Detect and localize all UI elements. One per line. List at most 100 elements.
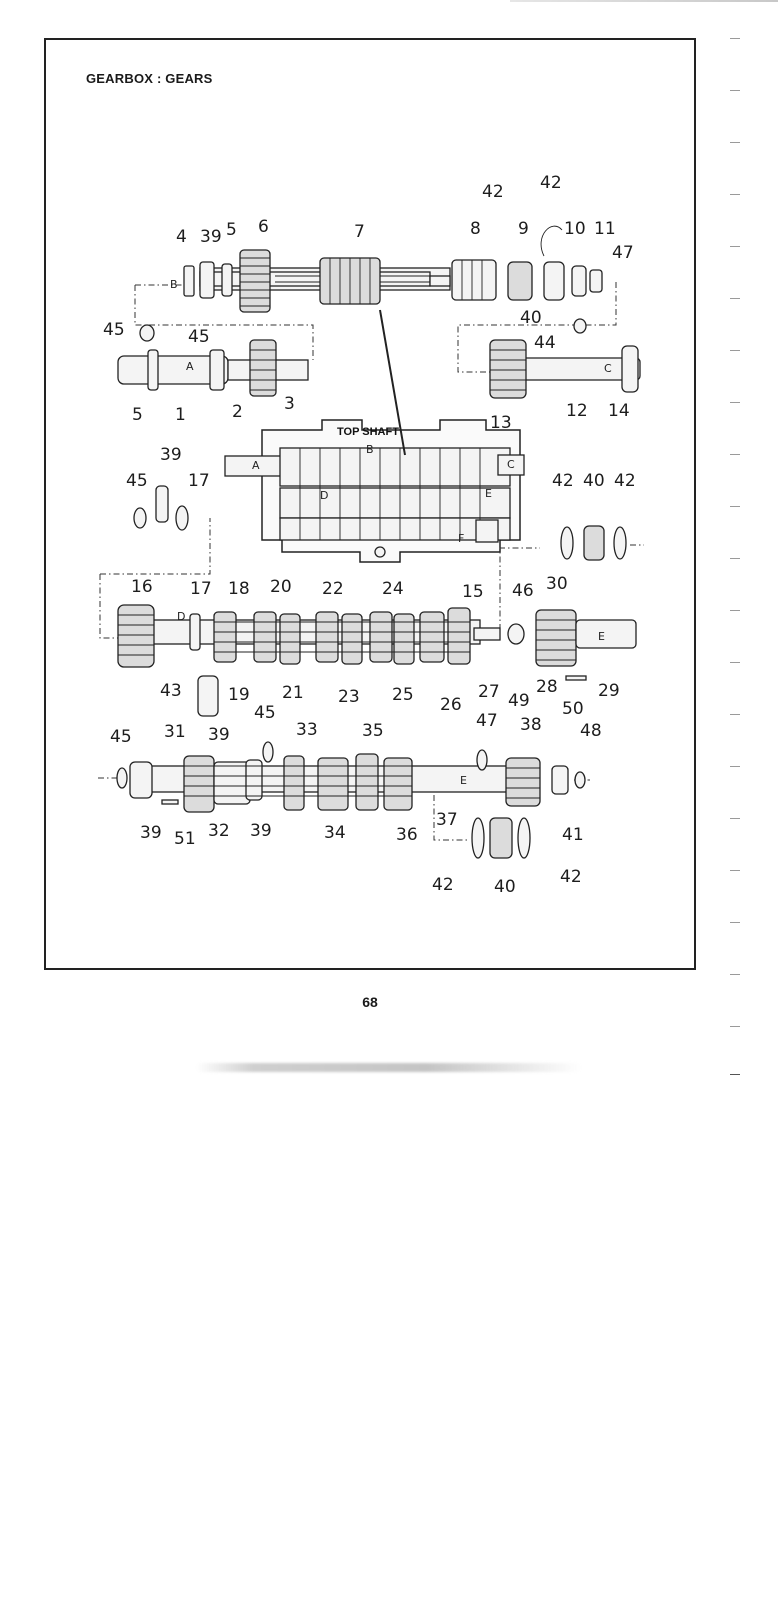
part-32-gear	[183, 755, 215, 813]
label-29: 29	[598, 681, 620, 701]
part-34-gear	[317, 757, 349, 811]
label-45-top-2: 45	[188, 327, 210, 347]
part-29-output-shaft	[575, 619, 637, 649]
part-44-ring	[573, 318, 587, 334]
part-13-gear	[489, 339, 527, 399]
label-17: 17	[190, 579, 212, 599]
part-17-ring	[189, 613, 201, 651]
label-19: 19	[228, 685, 250, 705]
label-46: 46	[512, 581, 534, 601]
label-32: 32	[208, 821, 230, 841]
label-39-top: 39	[200, 227, 222, 247]
label-14: 14	[608, 401, 630, 421]
part-30-gear	[535, 609, 577, 667]
letter-e-bottom: E	[460, 774, 467, 787]
label-39-bottom-2: 39	[250, 821, 272, 841]
label-12: 12	[566, 401, 588, 421]
part-39-bearing-upper	[155, 485, 169, 523]
label-44: 44	[534, 333, 556, 353]
label-1: 1	[175, 405, 186, 425]
part-42-ring-right	[613, 526, 627, 560]
shaft-group-bottom	[98, 741, 590, 859]
letter-d: D	[320, 489, 328, 502]
scan-edge-line	[510, 0, 778, 2]
label-39-upper: 39	[160, 445, 182, 465]
part-6-gear	[239, 249, 271, 313]
shaft-group-middle: E D	[99, 485, 644, 717]
part-22-gear	[315, 611, 339, 663]
label-18: 18	[228, 579, 250, 599]
letter-c-shaft: C	[604, 362, 612, 375]
part-45-circlip-mid	[262, 741, 274, 763]
inset-output-c	[497, 454, 525, 476]
part-15-shaft-end	[473, 627, 501, 641]
label-34: 34	[324, 823, 346, 843]
part-42-ring-bottom-right	[517, 817, 531, 859]
part-26-gear	[419, 611, 445, 663]
label-49: 49	[508, 691, 530, 711]
part-32-hub	[213, 761, 251, 805]
part-47-clip	[589, 269, 603, 293]
part-39-bearing	[199, 261, 215, 299]
label-38: 38	[520, 715, 542, 735]
label-48: 48	[580, 721, 602, 741]
part-35-gear	[355, 753, 379, 811]
shaft-group-top	[117, 225, 641, 399]
label-42-top: 42	[540, 173, 562, 193]
part-40-bearing	[583, 525, 605, 561]
part-8-sleeve	[451, 259, 497, 301]
label-42-mid-right: 42	[614, 471, 636, 491]
diagram-frame	[44, 38, 696, 970]
label-35: 35	[362, 721, 384, 741]
part-11-ring	[571, 265, 587, 297]
part-24-gear	[369, 611, 393, 663]
part-3-gear	[249, 339, 277, 397]
part-50-pin	[565, 675, 587, 681]
label-28: 28	[536, 677, 558, 697]
page-title: GEARBOX : GEARS	[86, 71, 213, 86]
label-17-upper: 17	[188, 471, 210, 491]
letter-e-middle: E	[598, 630, 605, 643]
label-22: 22	[322, 579, 344, 599]
label-5-lower: 5	[132, 405, 143, 425]
part-23-gear	[341, 613, 363, 665]
part-9-gear	[507, 261, 533, 301]
part-20-gear	[253, 611, 277, 663]
inset-mount-hole	[374, 546, 386, 558]
label-11: 11	[594, 219, 616, 239]
label-45-lower: 45	[254, 703, 276, 723]
label-23: 23	[338, 687, 360, 707]
inset-top-shaft	[279, 447, 511, 487]
part-5-ring	[221, 263, 233, 297]
label-43: 43	[160, 681, 182, 701]
label-42-bottom-right: 42	[560, 867, 582, 887]
label-24: 24	[382, 579, 404, 599]
label-31: 31	[164, 722, 186, 742]
part-39-bearing-lower	[197, 675, 219, 717]
label-39-bottom: 39	[140, 823, 162, 843]
part-45-circlip	[139, 324, 155, 342]
part-16-gear	[117, 604, 155, 668]
label-47: 47	[476, 711, 498, 731]
part-25-gear	[393, 613, 415, 665]
label-39-middle: 39	[208, 725, 230, 745]
part-18-gear	[213, 611, 237, 663]
label-25: 25	[392, 685, 414, 705]
label-8: 8	[470, 219, 481, 239]
part-42-ring-left	[560, 526, 574, 560]
part-45-clip	[133, 507, 147, 529]
label-36: 36	[396, 825, 418, 845]
inset-title: TOP SHAFT	[337, 426, 399, 438]
letter-c: C	[507, 458, 515, 471]
part-38-gear	[505, 757, 541, 807]
part-27-gear	[447, 607, 471, 665]
label-41: 41	[562, 825, 584, 845]
top-shaft-inset: TOP SHAFT A B C D E F	[224, 309, 525, 563]
part-42-circlip	[540, 225, 563, 257]
label-42-top-left: 42	[482, 182, 504, 202]
part-40-bearing-bottom	[489, 817, 513, 859]
label-45-bottom: 45	[110, 727, 132, 747]
letter-b-shaft: B	[170, 278, 178, 291]
letter-d-middle: D	[177, 610, 185, 623]
